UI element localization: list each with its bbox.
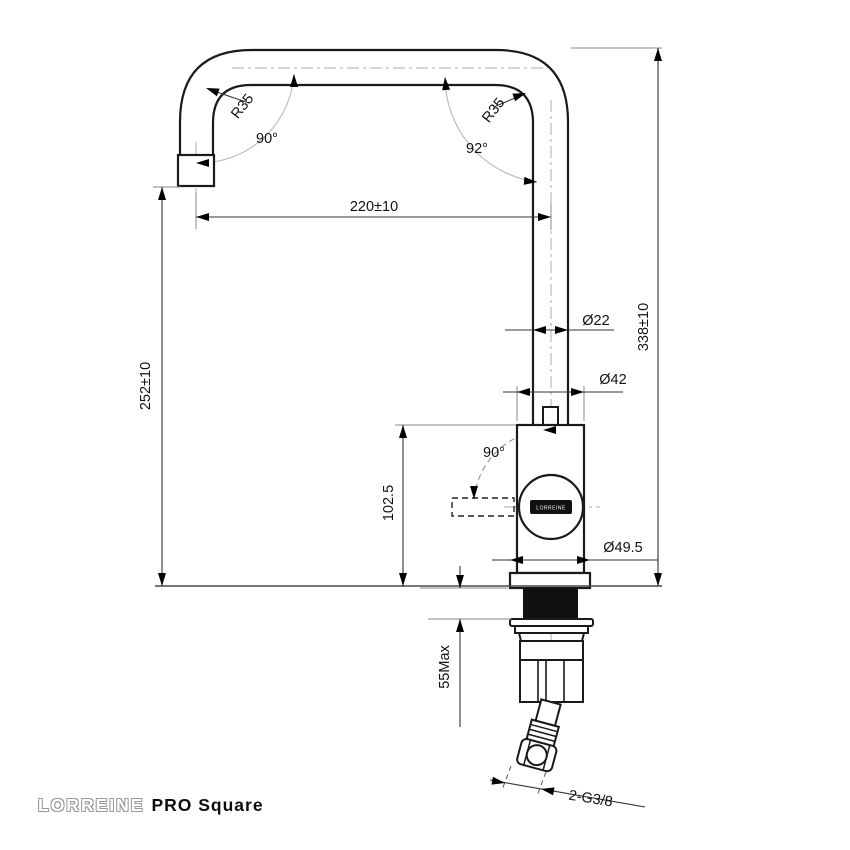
braid-rib	[527, 733, 556, 743]
label-radius-left: R35	[228, 91, 257, 122]
hose-braid-ribs	[527, 723, 558, 743]
arrowhead	[456, 619, 464, 632]
brand-name: LORREINE	[38, 795, 145, 815]
label-spout-reach: 220±10	[350, 199, 398, 215]
arrowhead	[512, 93, 526, 102]
extension-lines	[153, 47, 662, 620]
arrowhead	[158, 187, 166, 200]
arrowhead	[654, 48, 662, 61]
arrowhead	[654, 573, 662, 586]
arrowhead	[290, 74, 298, 87]
label-dia-body: Ø42	[599, 372, 626, 388]
arrowhead	[158, 573, 166, 586]
label-outlet-height: 252±10	[138, 362, 154, 410]
label-dia-base: Ø49.5	[603, 540, 643, 556]
hose-dim-extensions	[501, 765, 547, 797]
arrowhead	[543, 426, 556, 434]
mounting-nut	[519, 640, 584, 661]
arrowhead	[538, 213, 551, 221]
supply-hose	[516, 698, 562, 773]
arrowhead	[571, 388, 584, 396]
label-dia-tube: Ø22	[582, 313, 609, 329]
arrowhead	[196, 159, 209, 167]
knob-badge-label: LORREINE	[536, 506, 566, 512]
spout-profile	[178, 48, 570, 425]
arrowhead	[442, 77, 451, 91]
knob-badge	[530, 500, 572, 514]
arrowhead	[196, 213, 209, 221]
label-handle-angle: 90°	[483, 445, 505, 461]
lower-flange-outer	[509, 618, 594, 627]
label-counter-max: 55Max	[437, 644, 453, 688]
arrowhead	[399, 573, 407, 586]
ext-hose-right	[536, 771, 547, 797]
arrowhead	[206, 88, 220, 97]
mounting-sleeve	[519, 659, 584, 703]
arrowhead	[456, 575, 464, 588]
handle-open-position	[451, 497, 515, 517]
arrowhead	[510, 556, 523, 564]
arrowhead	[533, 326, 546, 334]
arrowhead	[517, 388, 530, 396]
label-total-height: 338±10	[636, 303, 652, 351]
arrowhead	[470, 486, 478, 499]
angle-arc-left-90	[195, 73, 295, 164]
dim-hose-thread-line	[489, 779, 646, 808]
arrowheads	[158, 48, 662, 796]
arrowhead	[399, 425, 407, 438]
label-radius-right: R35	[479, 95, 508, 126]
label-angle-left: 90°	[256, 131, 278, 147]
label-hose-thread: 2-G3/8	[567, 788, 613, 811]
arrowhead	[541, 787, 555, 796]
spout-inner-edge	[211, 83, 535, 425]
threaded-shank	[523, 588, 578, 619]
arrowhead	[577, 556, 590, 564]
arrowhead	[555, 326, 568, 334]
braid-rib	[529, 728, 557, 738]
series-name: PRO Square	[151, 795, 264, 815]
lower-flange-inner	[514, 625, 589, 634]
label-angle-right: 92°	[466, 141, 488, 157]
arrowhead	[491, 776, 505, 785]
braid-rib	[530, 723, 558, 733]
arrowhead	[523, 176, 537, 185]
sleeve-ribs	[537, 660, 565, 702]
angle-arc-right-92	[444, 76, 538, 183]
mount-neck	[518, 632, 585, 642]
fitting-bore	[525, 744, 548, 767]
spout-outer-edge	[178, 48, 570, 425]
footer-logo: LORREINE PRO Square	[38, 795, 264, 816]
label-body-height: 102.5	[381, 485, 397, 521]
ext-hose-left	[501, 765, 512, 791]
